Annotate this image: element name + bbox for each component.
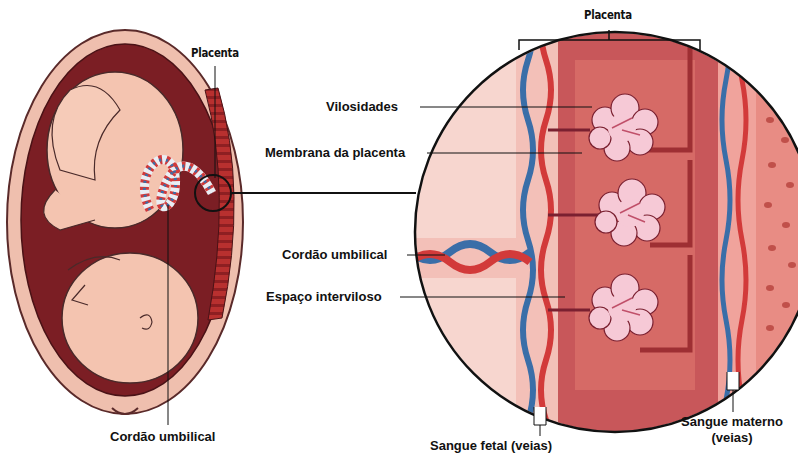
part-label: Espaço interviloso: [266, 289, 382, 305]
part-label: Cordão umbilical: [282, 247, 387, 263]
part-label: Membrana da placenta: [265, 145, 405, 161]
part-label: Sangue fetal (veias): [430, 438, 552, 454]
part-label: Vilosidades: [326, 99, 398, 115]
heading-label: Placenta: [584, 7, 632, 23]
part-label: Sangue materno (veias): [676, 414, 788, 446]
part-label: Placenta: [191, 45, 239, 61]
part-label: Cordão umbilical: [110, 429, 215, 445]
